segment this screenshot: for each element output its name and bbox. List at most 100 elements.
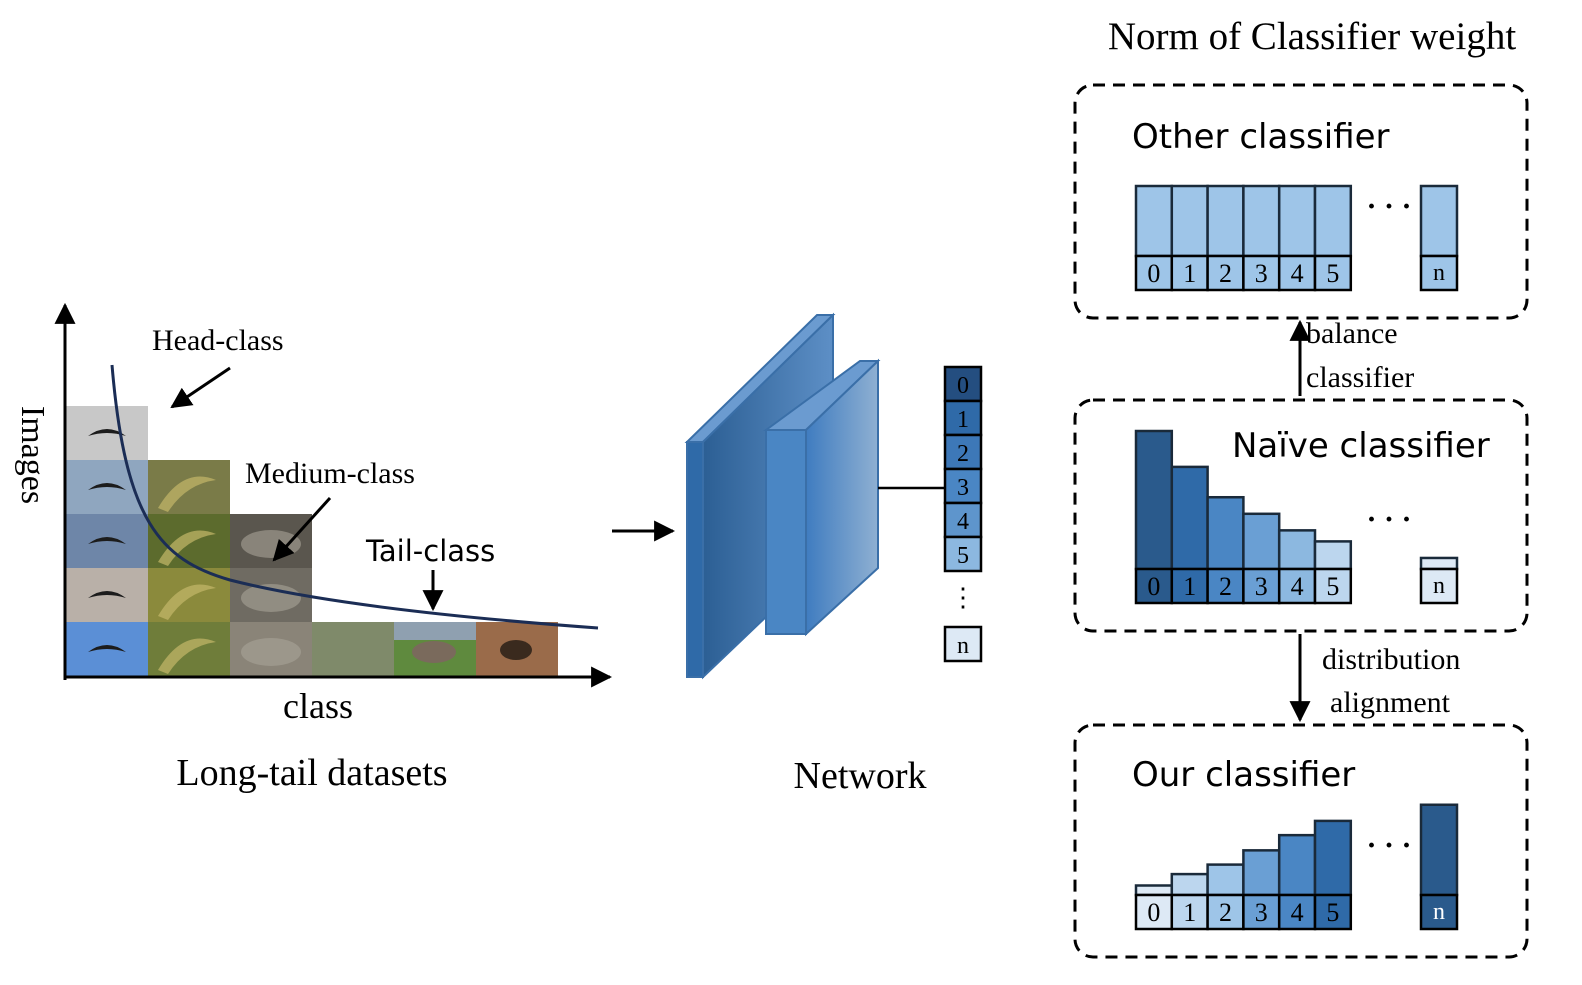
class-index-cell-n: [1419, 254, 1459, 292]
norm-bar: [1206, 184, 1245, 258]
class-index-label: 0: [1147, 572, 1160, 601]
class-index-label: 5: [1326, 898, 1339, 927]
norm-bar: [1242, 849, 1281, 897]
alignment-label-2: alignment: [1330, 686, 1451, 719]
bars-ellipsis: · · ·: [1366, 829, 1411, 862]
bird-silhouette: [88, 591, 126, 598]
class-index-cell-n: [1419, 893, 1459, 931]
norm-bar: [1277, 529, 1317, 571]
class-index-cell: [1277, 893, 1317, 931]
output-cell: [943, 433, 983, 471]
image-tile: [312, 622, 394, 676]
class-index-cell: [1242, 567, 1281, 605]
left-caption: Long-tail datasets: [176, 752, 447, 794]
seaweed-texture: [158, 530, 216, 566]
output-cell-label: 2: [957, 441, 969, 467]
norm-bar: [1313, 819, 1353, 897]
norm-bar-n: [1419, 184, 1459, 258]
norm-bar: [1277, 184, 1317, 258]
class-index-label: 1: [1183, 898, 1196, 927]
class-index-label-n: n: [1433, 573, 1445, 599]
class-index-label: 3: [1255, 572, 1268, 601]
norm-bar: [1206, 863, 1245, 897]
network-caption: Network: [794, 755, 927, 797]
class-index-cell: [1206, 893, 1245, 931]
class-index-cell: [1242, 254, 1281, 292]
other-classifier-title: Other classifier: [1132, 117, 1390, 157]
rock-texture: [241, 530, 301, 558]
norm-bar: [1170, 184, 1209, 258]
tail-class-label: Tail-class: [365, 534, 495, 568]
rock-texture: [241, 638, 301, 666]
class-index-cell: [1170, 567, 1209, 605]
class-index-label: 2: [1219, 572, 1232, 601]
photo-background: [394, 622, 476, 640]
our-classifier-title: Our classifier: [1132, 755, 1355, 795]
balance-label-1: balance: [1306, 317, 1398, 350]
class-index-label: 4: [1291, 898, 1304, 927]
naive-classifier-box: [1073, 398, 1529, 633]
animal-silhouette: [500, 640, 532, 660]
long-tail-dataset-panel: Images class Long-tail datasets Head-cla…: [14, 302, 613, 794]
class-index-label: 0: [1147, 898, 1160, 927]
naive-classifier-title: Naïve classifier: [1232, 426, 1490, 466]
class-index-cell: [1206, 567, 1245, 605]
long-tail-curve: [110, 364, 599, 630]
class-index-cell-n: [1419, 567, 1459, 605]
class-index-label: 5: [1326, 259, 1339, 288]
output-cell: [943, 535, 983, 573]
class-index-label: 4: [1291, 259, 1304, 288]
bird-silhouette: [88, 429, 126, 436]
medium-class-arrow: [272, 496, 332, 562]
medium-class-label: Medium-class: [245, 457, 415, 490]
balance-label-2: classifier: [1306, 361, 1414, 394]
network-block-front: [762, 358, 881, 637]
seaweed-texture: [158, 476, 216, 512]
class-index-cell: [1313, 567, 1353, 605]
class-index-cell: [1170, 893, 1209, 931]
class-index-label: 3: [1255, 898, 1268, 927]
output-cell-label: 0: [957, 373, 969, 399]
output-cell-label: 3: [957, 475, 969, 501]
norm-bar: [1242, 184, 1281, 258]
norm-bar: [1206, 495, 1245, 571]
class-index-label-n: n: [1433, 260, 1445, 286]
alignment-label-1: distribution: [1322, 643, 1460, 676]
bird-silhouette: [88, 537, 126, 544]
head-class-label: Head-class: [152, 324, 284, 357]
class-index-cell: [1206, 254, 1245, 292]
output-cell: [943, 365, 983, 403]
norm-bar: [1134, 429, 1174, 571]
class-index-label: 0: [1147, 259, 1160, 288]
image-tile-grid: [66, 406, 558, 676]
output-ellipsis: ⋮: [950, 583, 976, 612]
norm-bar-n: [1419, 556, 1459, 571]
classifier-norm-panel: Norm of Classifier weight Other classifi…: [1073, 15, 1529, 959]
y-axis-label: Images: [14, 406, 51, 504]
seaweed-texture: [158, 584, 216, 620]
output-cell-label: 1: [957, 407, 969, 433]
head-class-arrow: [170, 366, 231, 409]
norm-bar: [1134, 884, 1174, 897]
right-title: Norm of Classifier weight: [1108, 15, 1517, 58]
our-classifier-box: [1073, 723, 1529, 959]
other-classifier-box: [1073, 83, 1529, 320]
class-index-label: 5: [1326, 572, 1339, 601]
output-cell: [943, 467, 983, 505]
output-cell-label: n: [957, 633, 969, 659]
class-index-label: 1: [1183, 572, 1196, 601]
warthog-silhouette: [412, 641, 456, 663]
norm-bar: [1134, 184, 1174, 258]
norm-bar: [1313, 540, 1353, 571]
norm-bar: [1170, 872, 1209, 897]
bars-ellipsis: · · ·: [1366, 190, 1411, 223]
class-index-cell: [1313, 254, 1353, 292]
class-index-label: 4: [1291, 572, 1304, 601]
class-index-cell: [1313, 893, 1353, 931]
